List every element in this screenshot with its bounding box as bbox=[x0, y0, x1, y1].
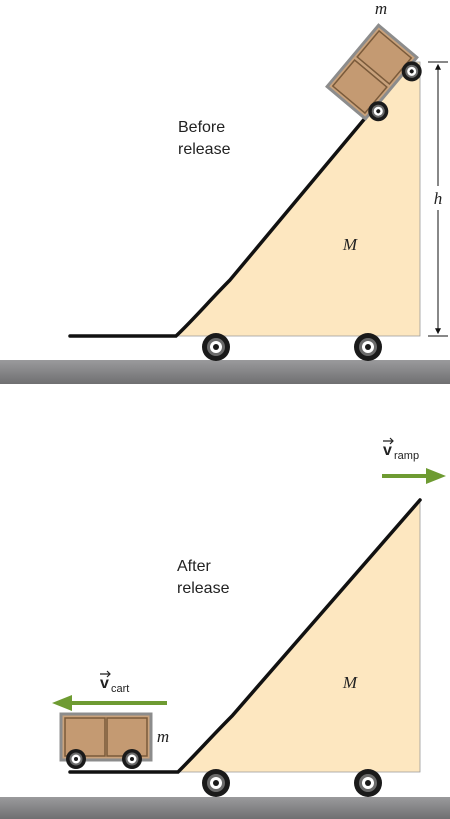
caption-before-line2: release bbox=[178, 141, 231, 158]
ramp-mass-label-after: M bbox=[342, 673, 358, 692]
before-panel: h M Before release m bbox=[0, 0, 450, 384]
ramp-mass-label-before: M bbox=[342, 235, 358, 254]
ramp-wheel-left-after bbox=[202, 769, 230, 797]
height-label: h bbox=[434, 189, 443, 208]
cart-before bbox=[325, 23, 426, 126]
ramp-wheel-right-after bbox=[354, 769, 382, 797]
ramp-wheel-right-before bbox=[354, 333, 382, 361]
v-ramp-subscript: ramp bbox=[394, 450, 419, 462]
track-before bbox=[68, 60, 414, 338]
cart-mass-label-before: m bbox=[375, 0, 387, 18]
v-cart-label: v cart bbox=[100, 670, 129, 695]
v-ramp-arrow bbox=[382, 468, 446, 484]
v-ramp-label: v ramp bbox=[383, 437, 419, 462]
ramp-wheel-left-before bbox=[202, 333, 230, 361]
v-ramp-symbol: v bbox=[383, 442, 392, 459]
v-cart-subscript: cart bbox=[111, 683, 129, 695]
after-panel: M After release v ramp v cart bbox=[0, 437, 450, 819]
caption-after-line1: After bbox=[177, 558, 211, 575]
cart-after bbox=[59, 712, 153, 769]
track-after bbox=[68, 498, 422, 774]
caption-after-line2: release bbox=[177, 580, 230, 597]
v-cart-arrow bbox=[52, 695, 167, 711]
caption-before-line1: Before bbox=[178, 119, 225, 136]
v-cart-symbol: v bbox=[100, 675, 109, 692]
ground-before bbox=[0, 360, 450, 384]
ground-after bbox=[0, 797, 450, 819]
cart-mass-label-after: m bbox=[157, 727, 169, 746]
